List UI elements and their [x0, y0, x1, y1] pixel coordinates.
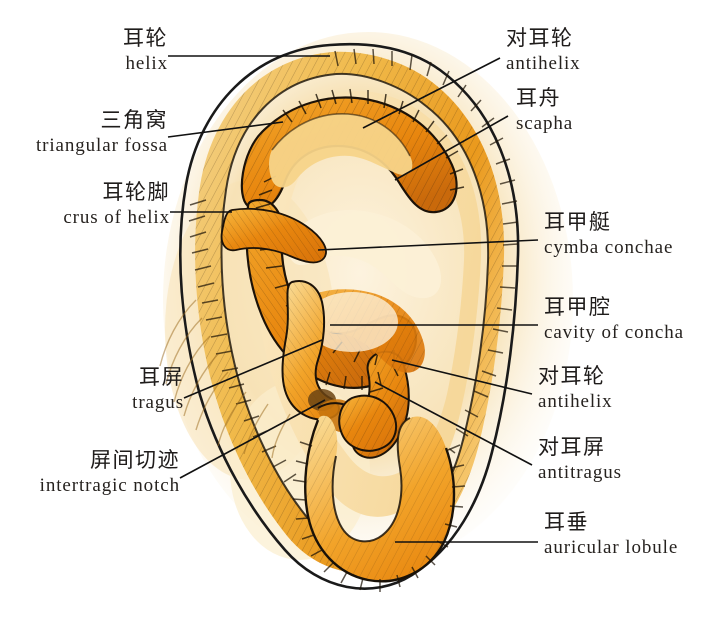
- label-antihelix-lower-cn: 对耳轮: [538, 364, 606, 388]
- leader-line-tragus: [183, 339, 323, 399]
- label-tragus-en: tragus: [132, 392, 184, 413]
- label-antihelix-upper-en: antihelix: [506, 53, 581, 74]
- auricular-lobule-region: [304, 415, 456, 583]
- label-antihelix-lower-en: antihelix: [538, 391, 613, 412]
- label-scapha-cn: 耳舟: [516, 86, 561, 110]
- sketch-strokes: [159, 299, 291, 459]
- label-intertragic-notch-en: intertragic notch: [39, 475, 180, 496]
- label-crus-of-helix-cn: 耳轮脚: [102, 180, 170, 204]
- label-triangular-fossa-en: triangular fossa: [35, 135, 168, 156]
- label-triangular-fossa-cn: 三角窝: [100, 108, 168, 132]
- leader-line-antitragus: [374, 381, 533, 466]
- label-triangular-fossa: 三角窝 triangular fossa: [0, 108, 168, 156]
- label-intertragic-notch-cn: 屏间切迹: [90, 448, 180, 472]
- label-scapha-en: scapha: [516, 113, 574, 134]
- label-antitragus: 对耳屏 antitragus: [538, 435, 622, 483]
- label-antitragus-en: antitragus: [538, 462, 622, 483]
- label-helix-cn: 耳轮: [123, 26, 168, 50]
- leader-line-triangular-fossa: [167, 121, 284, 138]
- label-cavity-of-concha-en: cavity of concha: [544, 322, 684, 343]
- crus-of-helix-region: [220, 207, 327, 264]
- label-helix: 耳轮 helix: [0, 26, 168, 74]
- lobule-hatching: [292, 441, 466, 592]
- leader-line-intertragic-notch: [179, 399, 326, 479]
- leader-line-scapha: [394, 115, 509, 181]
- cymba-conchae-region: [288, 210, 442, 299]
- label-cavity-of-concha: 耳甲腔 cavity of concha: [544, 295, 684, 343]
- label-helix-en: helix: [125, 53, 168, 74]
- label-cavity-of-concha-cn: 耳甲腔: [544, 295, 612, 319]
- label-auricular-lobule-cn: 耳垂: [544, 510, 589, 534]
- label-antihelix-upper-cn: 对耳轮: [506, 26, 574, 50]
- label-cymba-conchae-en: cymba conchae: [544, 237, 674, 258]
- leader-line-antihelix-lower: [391, 359, 533, 395]
- triangular-fossa-region: [269, 113, 413, 188]
- label-crus-of-helix-en: crus of helix: [63, 207, 170, 228]
- label-intertragic-notch: 屏间切迹 intertragic notch: [0, 448, 180, 496]
- label-crus-of-helix: 耳轮脚 crus of helix: [0, 180, 170, 228]
- leader-line-antihelix-upper: [362, 57, 501, 129]
- label-auricular-lobule-en: auricular lobule: [544, 537, 679, 558]
- label-cymba-conchae: 耳甲艇 cymba conchae: [544, 210, 674, 258]
- label-antitragus-cn: 对耳屏: [538, 435, 606, 459]
- label-antihelix-upper: 对耳轮 antihelix: [506, 26, 581, 74]
- antitragus-region: [338, 394, 398, 452]
- label-tragus-cn: 耳屏: [139, 365, 184, 389]
- leader-line-cymba-conchae: [317, 239, 539, 251]
- label-scapha: 耳舟 scapha: [516, 86, 574, 134]
- label-cymba-conchae-cn: 耳甲艇: [544, 210, 612, 234]
- auricle-outline: [178, 42, 520, 590]
- label-antihelix-lower: 对耳轮 antihelix: [538, 364, 613, 412]
- leader-lines: [167, 55, 539, 543]
- label-tragus: 耳屏 tragus: [0, 365, 184, 413]
- label-auricular-lobule: 耳垂 auricular lobule: [544, 510, 679, 558]
